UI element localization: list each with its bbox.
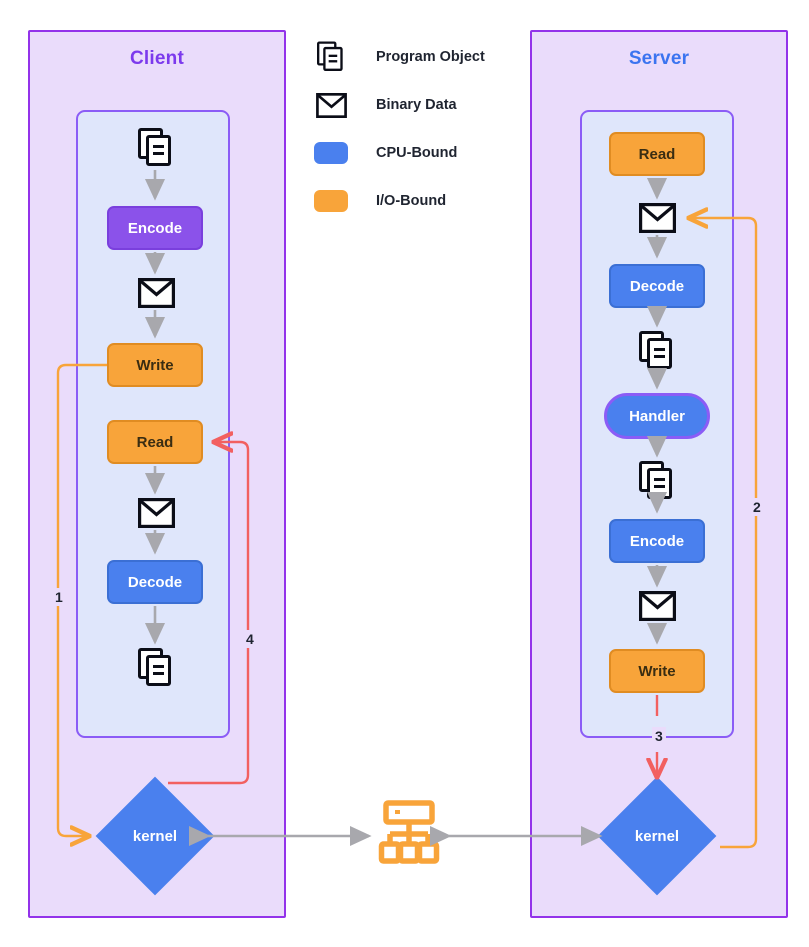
server-kernel-node[interactable]: kernel xyxy=(597,776,717,896)
server-panel-title: Server xyxy=(628,48,690,69)
program-object-icon xyxy=(308,41,354,73)
flow-number-3: 3 xyxy=(652,727,666,745)
client-encode-node[interactable]: Encode xyxy=(107,206,203,250)
program-object-icon xyxy=(639,461,675,501)
binary-data-icon xyxy=(639,591,676,621)
cpu-bound-swatch xyxy=(308,142,354,164)
binary-data-icon xyxy=(639,203,676,233)
legend-label-program-object: Program Object xyxy=(376,49,485,65)
client-read-node[interactable]: Read xyxy=(107,420,203,464)
legend-label-binary-data: Binary Data xyxy=(376,97,457,113)
server-decode-node[interactable]: Decode xyxy=(609,264,705,308)
legend-label-cpu-bound: CPU-Bound xyxy=(376,145,458,161)
binary-data-icon xyxy=(308,92,354,118)
legend-item-io-bound: I/O-Bound xyxy=(308,184,446,218)
client-kernel-label: kernel xyxy=(132,827,178,845)
server-handler-node[interactable]: Handler xyxy=(604,393,710,439)
client-panel-title: Client xyxy=(130,48,184,69)
legend: Program Object Binary Data CPU-Bound I/O… xyxy=(308,40,518,240)
program-object-icon xyxy=(639,331,675,371)
server-encode-node[interactable]: Encode xyxy=(609,519,705,563)
legend-item-cpu-bound: CPU-Bound xyxy=(308,136,457,170)
client-write-node[interactable]: Write xyxy=(107,343,203,387)
legend-item-binary-data: Binary Data xyxy=(308,88,457,122)
binary-data-icon xyxy=(138,498,175,528)
server-read-node[interactable]: Read xyxy=(609,132,705,176)
server-kernel-label: kernel xyxy=(634,827,680,845)
binary-data-icon xyxy=(138,278,175,308)
client-kernel-node[interactable]: kernel xyxy=(95,776,215,896)
flow-number-4: 4 xyxy=(243,630,257,648)
flow-number-2: 2 xyxy=(750,498,764,516)
io-bound-swatch xyxy=(308,190,354,212)
flow-number-1: 1 xyxy=(52,588,66,606)
legend-label-io-bound: I/O-Bound xyxy=(376,193,447,209)
network-icon xyxy=(378,800,440,868)
program-object-icon xyxy=(138,128,174,168)
legend-item-program-object: Program Object xyxy=(308,40,485,74)
program-object-icon xyxy=(138,648,174,688)
server-write-node[interactable]: Write xyxy=(609,649,705,693)
client-decode-node[interactable]: Decode xyxy=(107,560,203,604)
